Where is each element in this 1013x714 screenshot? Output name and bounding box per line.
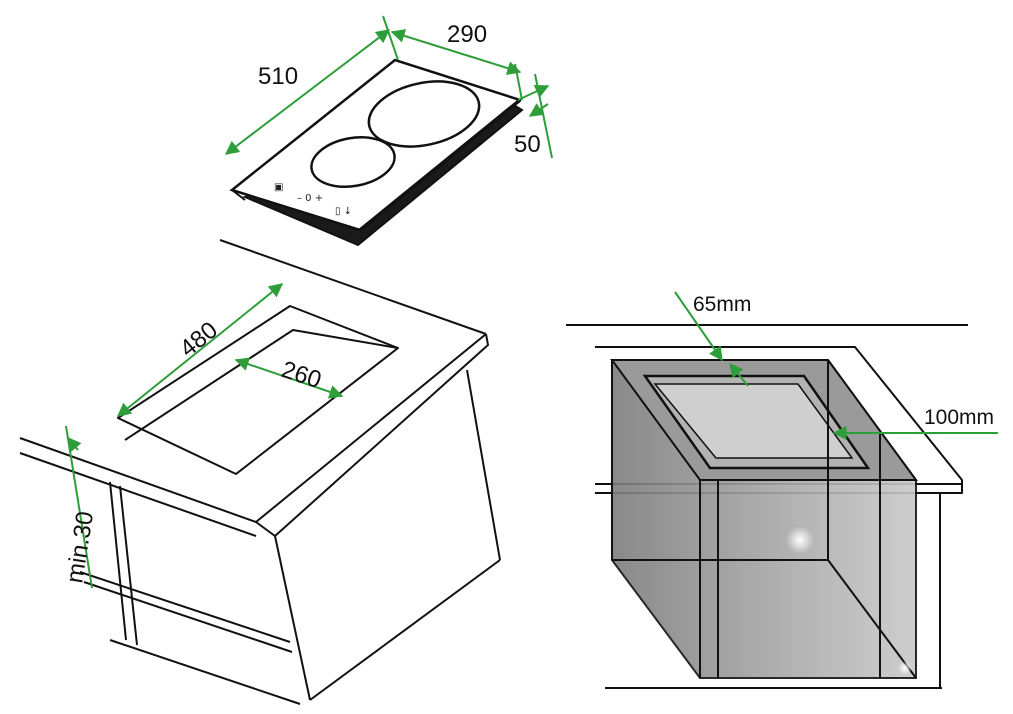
top-clearance-label: 65mm xyxy=(693,293,751,316)
countertop-back-edge xyxy=(219,239,487,335)
height-arrow-bottom xyxy=(528,103,549,117)
width-dimension-line xyxy=(390,29,522,75)
cutout-length-dimension-line xyxy=(116,283,284,417)
top-clearance-line xyxy=(674,291,723,362)
power-control-label: – 0 + xyxy=(297,193,323,204)
control-panel: ▣ – 0 + ▯ ↓ xyxy=(274,182,352,217)
cutout-hole xyxy=(117,305,399,475)
cutout-length-label: 480 xyxy=(175,316,223,362)
width-extension-line xyxy=(514,63,523,101)
cabinet-left-post-outer xyxy=(109,481,127,641)
hob-dimensions: 510 290 50 xyxy=(224,15,553,159)
cabinet-rail-bottom xyxy=(83,581,293,653)
light-reflection-small xyxy=(898,661,912,675)
hob-control-left-symbol: ▣ xyxy=(274,182,283,193)
cabinet-left-post-inner xyxy=(119,485,138,646)
cabinet-front-corner xyxy=(274,535,311,701)
thickness-arrow xyxy=(67,436,82,453)
hob-height-label: 50 xyxy=(514,131,541,158)
countertop-cutout-view xyxy=(19,239,501,705)
height-arrow-top xyxy=(517,84,550,101)
cabinet-bottom-edge xyxy=(309,559,501,701)
hob-width-label: 290 xyxy=(447,21,487,48)
depth-dimension-line xyxy=(224,29,391,155)
cabinet-clearance-view xyxy=(566,324,968,689)
top-clearance-arrow-up xyxy=(729,362,749,387)
hob-control-right-symbol: ▯ ↓ xyxy=(335,206,352,217)
hob-depth-label: 510 xyxy=(258,63,298,90)
thickness-label: min.30 xyxy=(61,510,99,585)
cabinet-bottom-diagonal xyxy=(827,559,917,679)
hob-left-edge xyxy=(231,189,246,201)
cabinet-rail-top xyxy=(79,571,291,643)
hob-front-edge xyxy=(358,98,522,232)
countertop-front-edge xyxy=(19,437,257,523)
depth-extension-line xyxy=(382,15,399,61)
thickness-dimension-line xyxy=(65,425,93,589)
light-reflection xyxy=(786,526,814,554)
cutout-inner-edge xyxy=(124,329,399,441)
cutout-width-label: 260 xyxy=(278,356,324,394)
cutout-dimensions: 480 260 min.30 xyxy=(61,283,344,589)
cabinet-floor-line xyxy=(109,639,301,705)
countertop-thickness-line xyxy=(19,452,257,537)
clearance-dimensions: 65mm 100mm xyxy=(674,291,998,440)
cutout-width-dimension-line xyxy=(234,357,344,399)
cabinet-right-back-edge xyxy=(466,369,501,561)
hob-recess-inner xyxy=(653,383,854,459)
side-clearance-label: 100mm xyxy=(924,406,994,429)
